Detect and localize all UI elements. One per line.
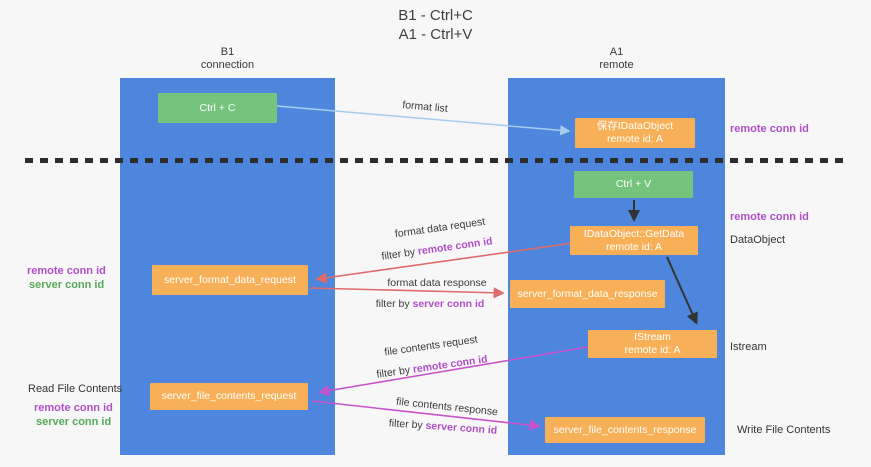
lane-header-b1: B1 connection: [120, 46, 335, 72]
edge-label-format-list: format list: [402, 99, 448, 115]
node-server-file-contents-request: server_file_contents_request: [150, 383, 308, 410]
left-label-read-file-contents: Read File Contents: [28, 383, 123, 395]
filter-by-text: filter by: [375, 364, 411, 381]
file-contents-response-text: file contents response: [395, 395, 499, 419]
lane-b1-name: B1: [220, 46, 235, 58]
right-label-istream: Istream: [730, 341, 767, 353]
lane-b1-subtitle: connection: [200, 59, 255, 71]
node-istream-remote-id: remote id: A: [624, 344, 681, 356]
node-server-format-data-response-label: server_format_data_response: [517, 287, 658, 300]
node-istream: IStream remote id: A: [588, 330, 717, 358]
node-ctrl-c-label: Ctrl + C: [199, 101, 236, 114]
edge-label-format-data-request: format data request: [394, 216, 486, 241]
lane-header-a1: A1 remote: [508, 46, 725, 72]
format-data-request-text: format data request: [394, 215, 486, 241]
node-getdata-remote-id: remote id: A: [605, 240, 663, 253]
title-line-1: B1 - Ctrl+C: [398, 7, 473, 24]
filter-by-text: filter by: [388, 417, 424, 432]
remote-conn-id-text: remote conn id: [417, 235, 494, 258]
right-label-write-file-contents: Write File Contents: [737, 424, 831, 436]
node-idataobject-getdata: IDataObject::GetData remote id: A: [570, 226, 698, 255]
edge-label-format-data-response: format data response: [387, 277, 486, 289]
node-server-format-data-request: server_format_data_request: [152, 265, 308, 295]
node-server-format-data-request-label: server_format_data_request: [164, 273, 296, 286]
node-ctrl-v: Ctrl + V: [574, 171, 693, 198]
node-server-file-contents-request-label: server_file_contents_request: [161, 390, 297, 402]
node-save-idataobject: 保存IDataObject remote id: A: [575, 118, 695, 148]
lane-a1-subtitle: remote: [599, 59, 634, 71]
node-save-idataobject-remote-id: remote id: A: [606, 133, 664, 145]
format-data-response-text: format data response: [387, 277, 487, 289]
filter-by-text: filter by: [375, 298, 410, 310]
node-server-format-data-response: server_format_data_response: [510, 280, 665, 308]
node-ctrl-v-label: Ctrl + V: [615, 178, 652, 190]
diagram-title: B1 - Ctrl+C A1 - Ctrl+V: [0, 6, 871, 44]
node-istream-label: IStream: [634, 331, 671, 343]
right-label-remote-conn-id-top: remote conn id: [730, 123, 809, 135]
server-conn-id-text: server conn id: [412, 298, 485, 310]
format-list-text: format list: [401, 99, 449, 115]
left-label-remote-conn-id-mid: remote conn id: [27, 265, 106, 277]
edge-label-filter-server-2: filter by server conn id: [388, 417, 497, 437]
session-divider-dashed-line: [25, 158, 845, 163]
remote-conn-id-text: remote conn id: [412, 353, 489, 376]
node-getdata-label: IDataObject::GetData: [583, 227, 685, 240]
filter-by-text: filter by: [380, 246, 416, 263]
edge-label-file-contents-request: file contents request: [384, 334, 479, 359]
left-label-server-conn-id-mid: server conn id: [29, 279, 105, 291]
file-contents-request-text: file contents request: [383, 333, 479, 359]
title-line-2: A1 - Ctrl+V: [398, 26, 473, 43]
node-server-file-contents-response: server_file_contents_response: [545, 417, 705, 443]
left-label-server-conn-id-bottom: server conn id: [36, 416, 112, 428]
edge-label-filter-server-1: filter by server conn id: [376, 298, 485, 310]
edge-label-file-contents-response: file contents response: [396, 396, 499, 419]
node-server-file-contents-response-label: server_file_contents_response: [553, 423, 697, 436]
right-label-remote-conn-id-mid: remote conn id: [730, 211, 809, 223]
server-conn-id-text: server conn id: [425, 419, 498, 437]
node-save-idataobject-label: 保存IDataObject: [596, 120, 674, 132]
node-ctrl-c: Ctrl + C: [158, 93, 277, 123]
lane-a1-name: A1: [609, 46, 624, 58]
left-label-remote-conn-id-bottom: remote conn id: [34, 402, 113, 414]
right-label-dataobject: DataObject: [730, 234, 786, 246]
